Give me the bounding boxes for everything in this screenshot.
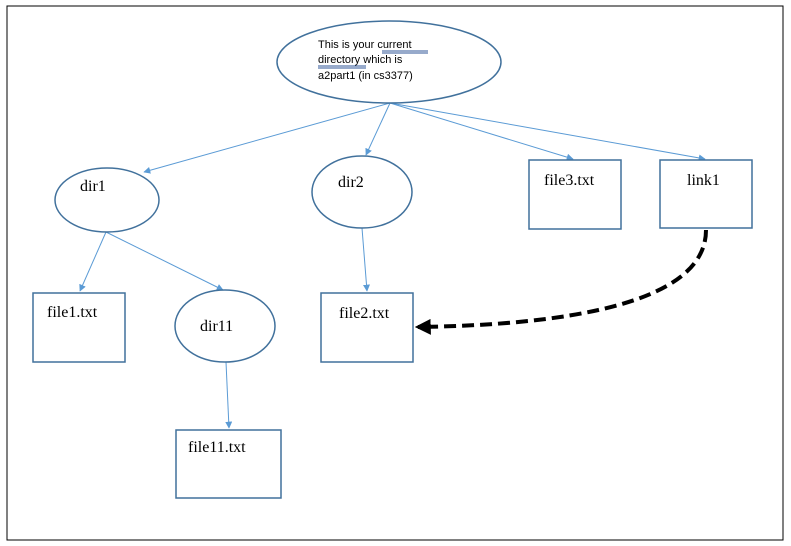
tree-edges bbox=[79, 102, 706, 429]
dir2-label: dir2 bbox=[338, 174, 364, 191]
root-label-line3: a2part1 (in cs3377) bbox=[318, 70, 413, 82]
dir2-ellipse bbox=[311, 155, 413, 229]
root-label-line1: This is your current bbox=[318, 39, 412, 51]
dir11-ellipse bbox=[174, 289, 276, 363]
edge-root-link1 bbox=[389, 102, 706, 162]
dir1-node: dir1 bbox=[54, 167, 160, 233]
root-link-current: current bbox=[377, 39, 411, 51]
root-directory-node: This is your current directory which is … bbox=[276, 20, 502, 104]
edge-dir2-file2 bbox=[361, 227, 370, 292]
file3-label: file3.txt bbox=[544, 172, 595, 189]
file1-node: file1.txt bbox=[32, 292, 126, 363]
file11-label: file11.txt bbox=[188, 439, 246, 456]
dir1-ellipse bbox=[54, 167, 160, 233]
root-label-line2: directory which is bbox=[318, 54, 403, 66]
edge-root-dir2 bbox=[365, 102, 391, 156]
edge-root-file3 bbox=[389, 102, 574, 161]
file2-node: file2.txt bbox=[320, 292, 414, 363]
edge-root-dir1 bbox=[143, 102, 391, 174]
link1-box bbox=[659, 159, 753, 229]
edge-dir11-file11 bbox=[225, 361, 233, 429]
dir11-label: dir11 bbox=[200, 318, 233, 335]
symlink-arrow bbox=[414, 229, 708, 335]
root-link-directory: directory bbox=[318, 54, 361, 66]
root-text-1: This is your bbox=[318, 39, 375, 51]
file3-box bbox=[528, 159, 622, 230]
file11-box bbox=[175, 429, 282, 499]
link1-node: link1 bbox=[659, 159, 753, 229]
dir2-node: dir2 bbox=[311, 155, 413, 229]
file11-node: file11.txt bbox=[175, 429, 282, 499]
root-ellipse bbox=[276, 20, 502, 104]
link1-label: link1 bbox=[687, 172, 720, 189]
file2-box bbox=[320, 292, 414, 363]
file2-label: file2.txt bbox=[339, 305, 390, 322]
dir1-label: dir1 bbox=[80, 178, 106, 195]
file3-node: file3.txt bbox=[528, 159, 622, 230]
edge-dir1-dir11 bbox=[105, 231, 224, 291]
file1-label: file1.txt bbox=[47, 304, 98, 321]
root-text-2: which is bbox=[362, 54, 403, 66]
edge-dir1-file1 bbox=[79, 231, 107, 292]
dir11-node: dir11 bbox=[174, 289, 276, 363]
file1-box bbox=[32, 292, 126, 363]
